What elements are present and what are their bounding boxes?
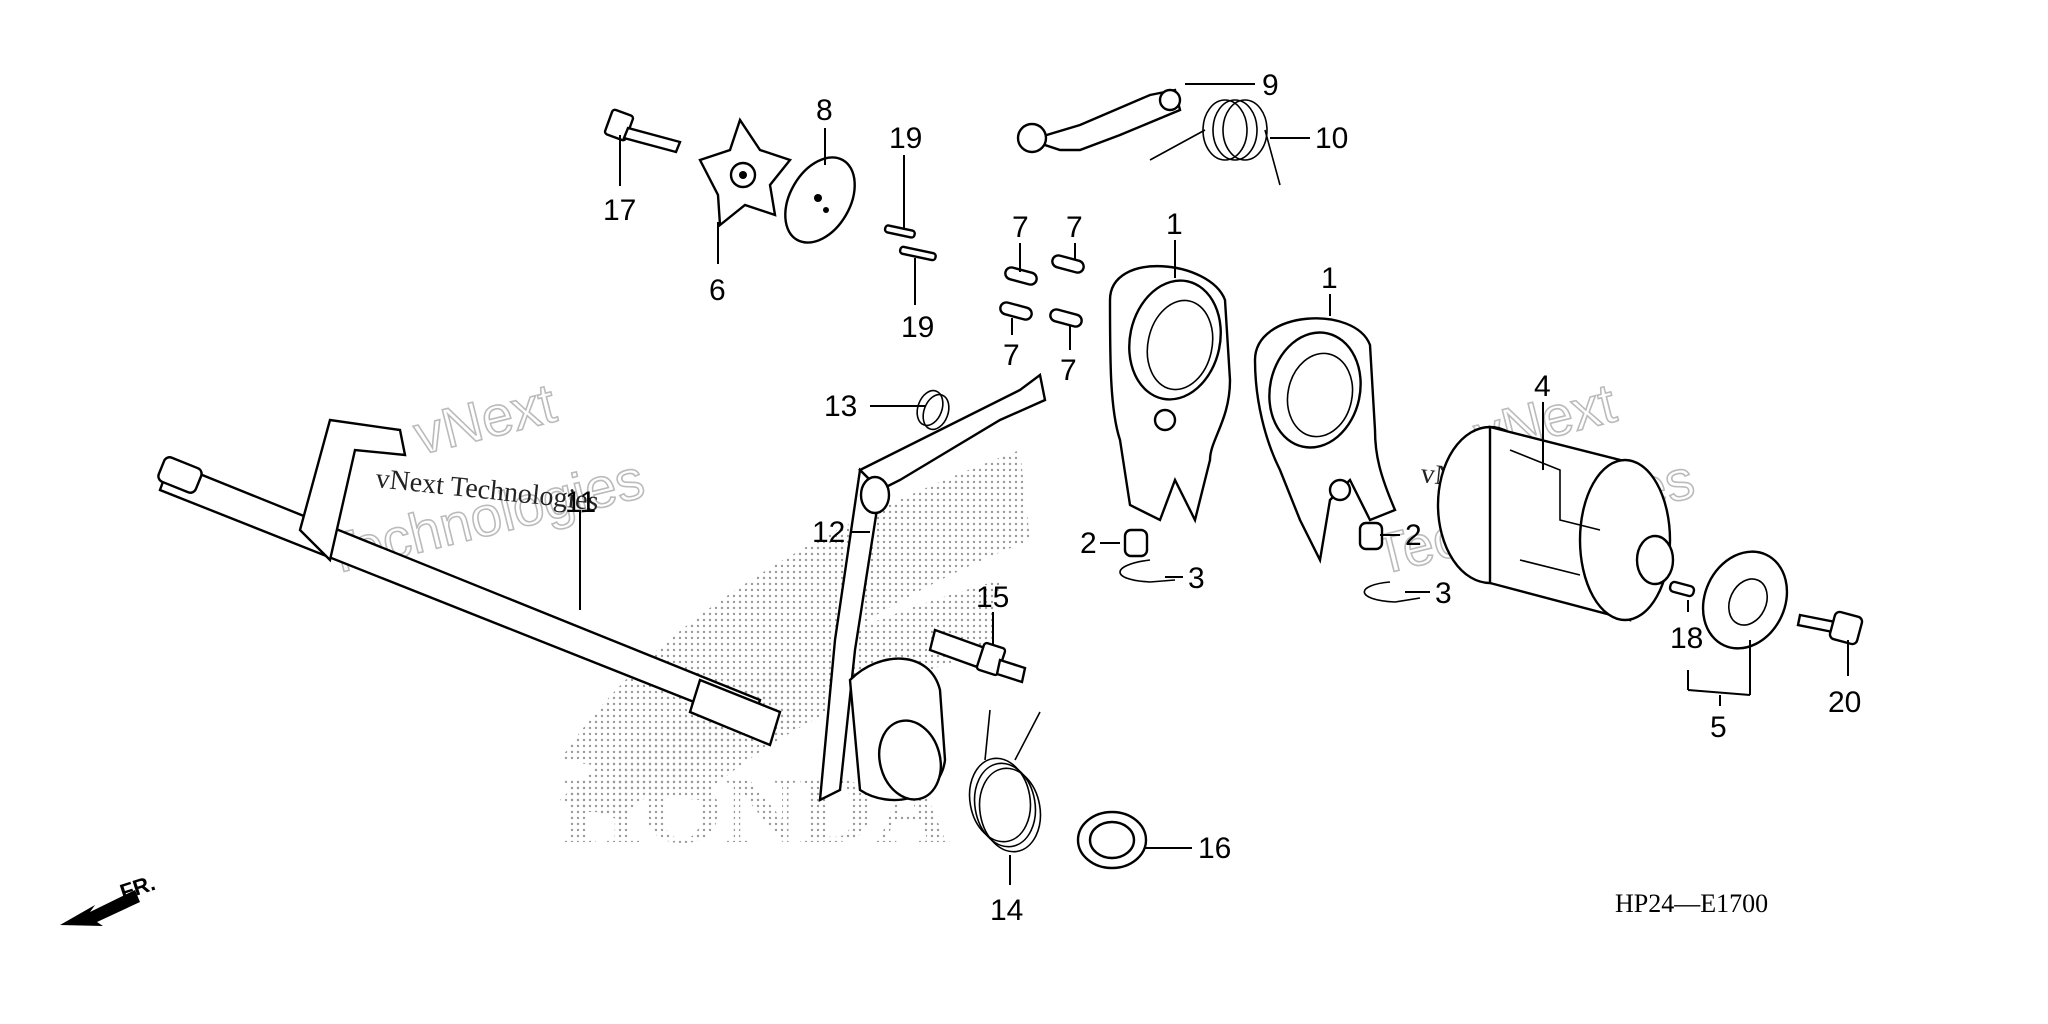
part-19-pins xyxy=(883,224,937,262)
part-label-7b: 7 xyxy=(1066,211,1083,244)
part-label-7d: 7 xyxy=(1060,354,1077,387)
part-6-star-plate xyxy=(698,117,793,228)
part-label-13: 13 xyxy=(824,390,857,423)
front-direction-arrow: FR. xyxy=(60,870,158,926)
part-7-pins xyxy=(999,254,1085,328)
part-label-1b: 1 xyxy=(1321,262,1338,295)
part-label-14: 14 xyxy=(990,894,1023,927)
part-label-11: 11 xyxy=(565,486,596,519)
part-1-shift-fork-right xyxy=(1253,317,1397,564)
part-11-gearshift-spindle xyxy=(157,418,782,747)
part-label-18: 18 xyxy=(1670,622,1703,655)
part-5-drum-center xyxy=(1701,550,1789,650)
part-label-2b: 2 xyxy=(1405,519,1422,552)
part-label-9: 9 xyxy=(1262,69,1279,102)
part-12-shift-arm xyxy=(818,372,1047,803)
part-label-17: 16 xyxy=(1198,832,1231,865)
part-1-shift-fork-left xyxy=(1108,265,1232,524)
part-8-disc xyxy=(784,156,856,244)
leader-lines xyxy=(579,83,1849,885)
part-label-12: 12 xyxy=(812,516,845,549)
part-label-6: 6 xyxy=(709,274,726,307)
part-label-3a: 3 xyxy=(1188,562,1205,595)
diagram-code: HP24—E1700 xyxy=(1615,889,1768,918)
part-label-4: 4 xyxy=(1534,370,1551,403)
part-label-8: 8 xyxy=(816,94,833,127)
part-label-1a: 1 xyxy=(1166,208,1183,241)
part-14-return-spring xyxy=(968,709,1042,853)
part-15-stud-bolt xyxy=(928,628,1027,684)
part-2-guide-pins xyxy=(1123,521,1384,558)
part-label-3b: 3 xyxy=(1435,577,1452,610)
part-13-spring xyxy=(916,389,950,431)
part-18-pin xyxy=(1668,580,1696,598)
part-label-7c: 7 xyxy=(1003,339,1020,372)
part-label-2a: 2 xyxy=(1080,527,1097,560)
watermark-big-line1-left: vNext xyxy=(408,371,563,467)
part-label-10: 10 xyxy=(1315,122,1348,155)
part-9-stopper-arm xyxy=(1016,88,1182,154)
part-label-7a: 7 xyxy=(1012,211,1029,244)
part-label-19a: 19 xyxy=(889,122,922,155)
part-10-spring xyxy=(1149,99,1281,186)
part-17-oil-seal xyxy=(1076,810,1148,870)
part-label-15: 15 xyxy=(976,581,1009,614)
part-16-bolt xyxy=(603,108,682,154)
part-4-shift-drum xyxy=(1436,425,1675,622)
part-label-20: 20 xyxy=(1828,686,1861,719)
part-label-5: 5 xyxy=(1710,711,1727,744)
direction-label: FR. xyxy=(117,870,158,905)
part-20-bolt xyxy=(1796,610,1864,646)
part-label-19b: 19 xyxy=(901,311,934,344)
part-label-16: 17 xyxy=(603,194,636,227)
part-labels: 17 6 8 19 19 7 7 7 7 9 10 1 1 2 2 3 3 4 … xyxy=(565,69,1861,927)
part-3-clips xyxy=(1119,559,1421,603)
